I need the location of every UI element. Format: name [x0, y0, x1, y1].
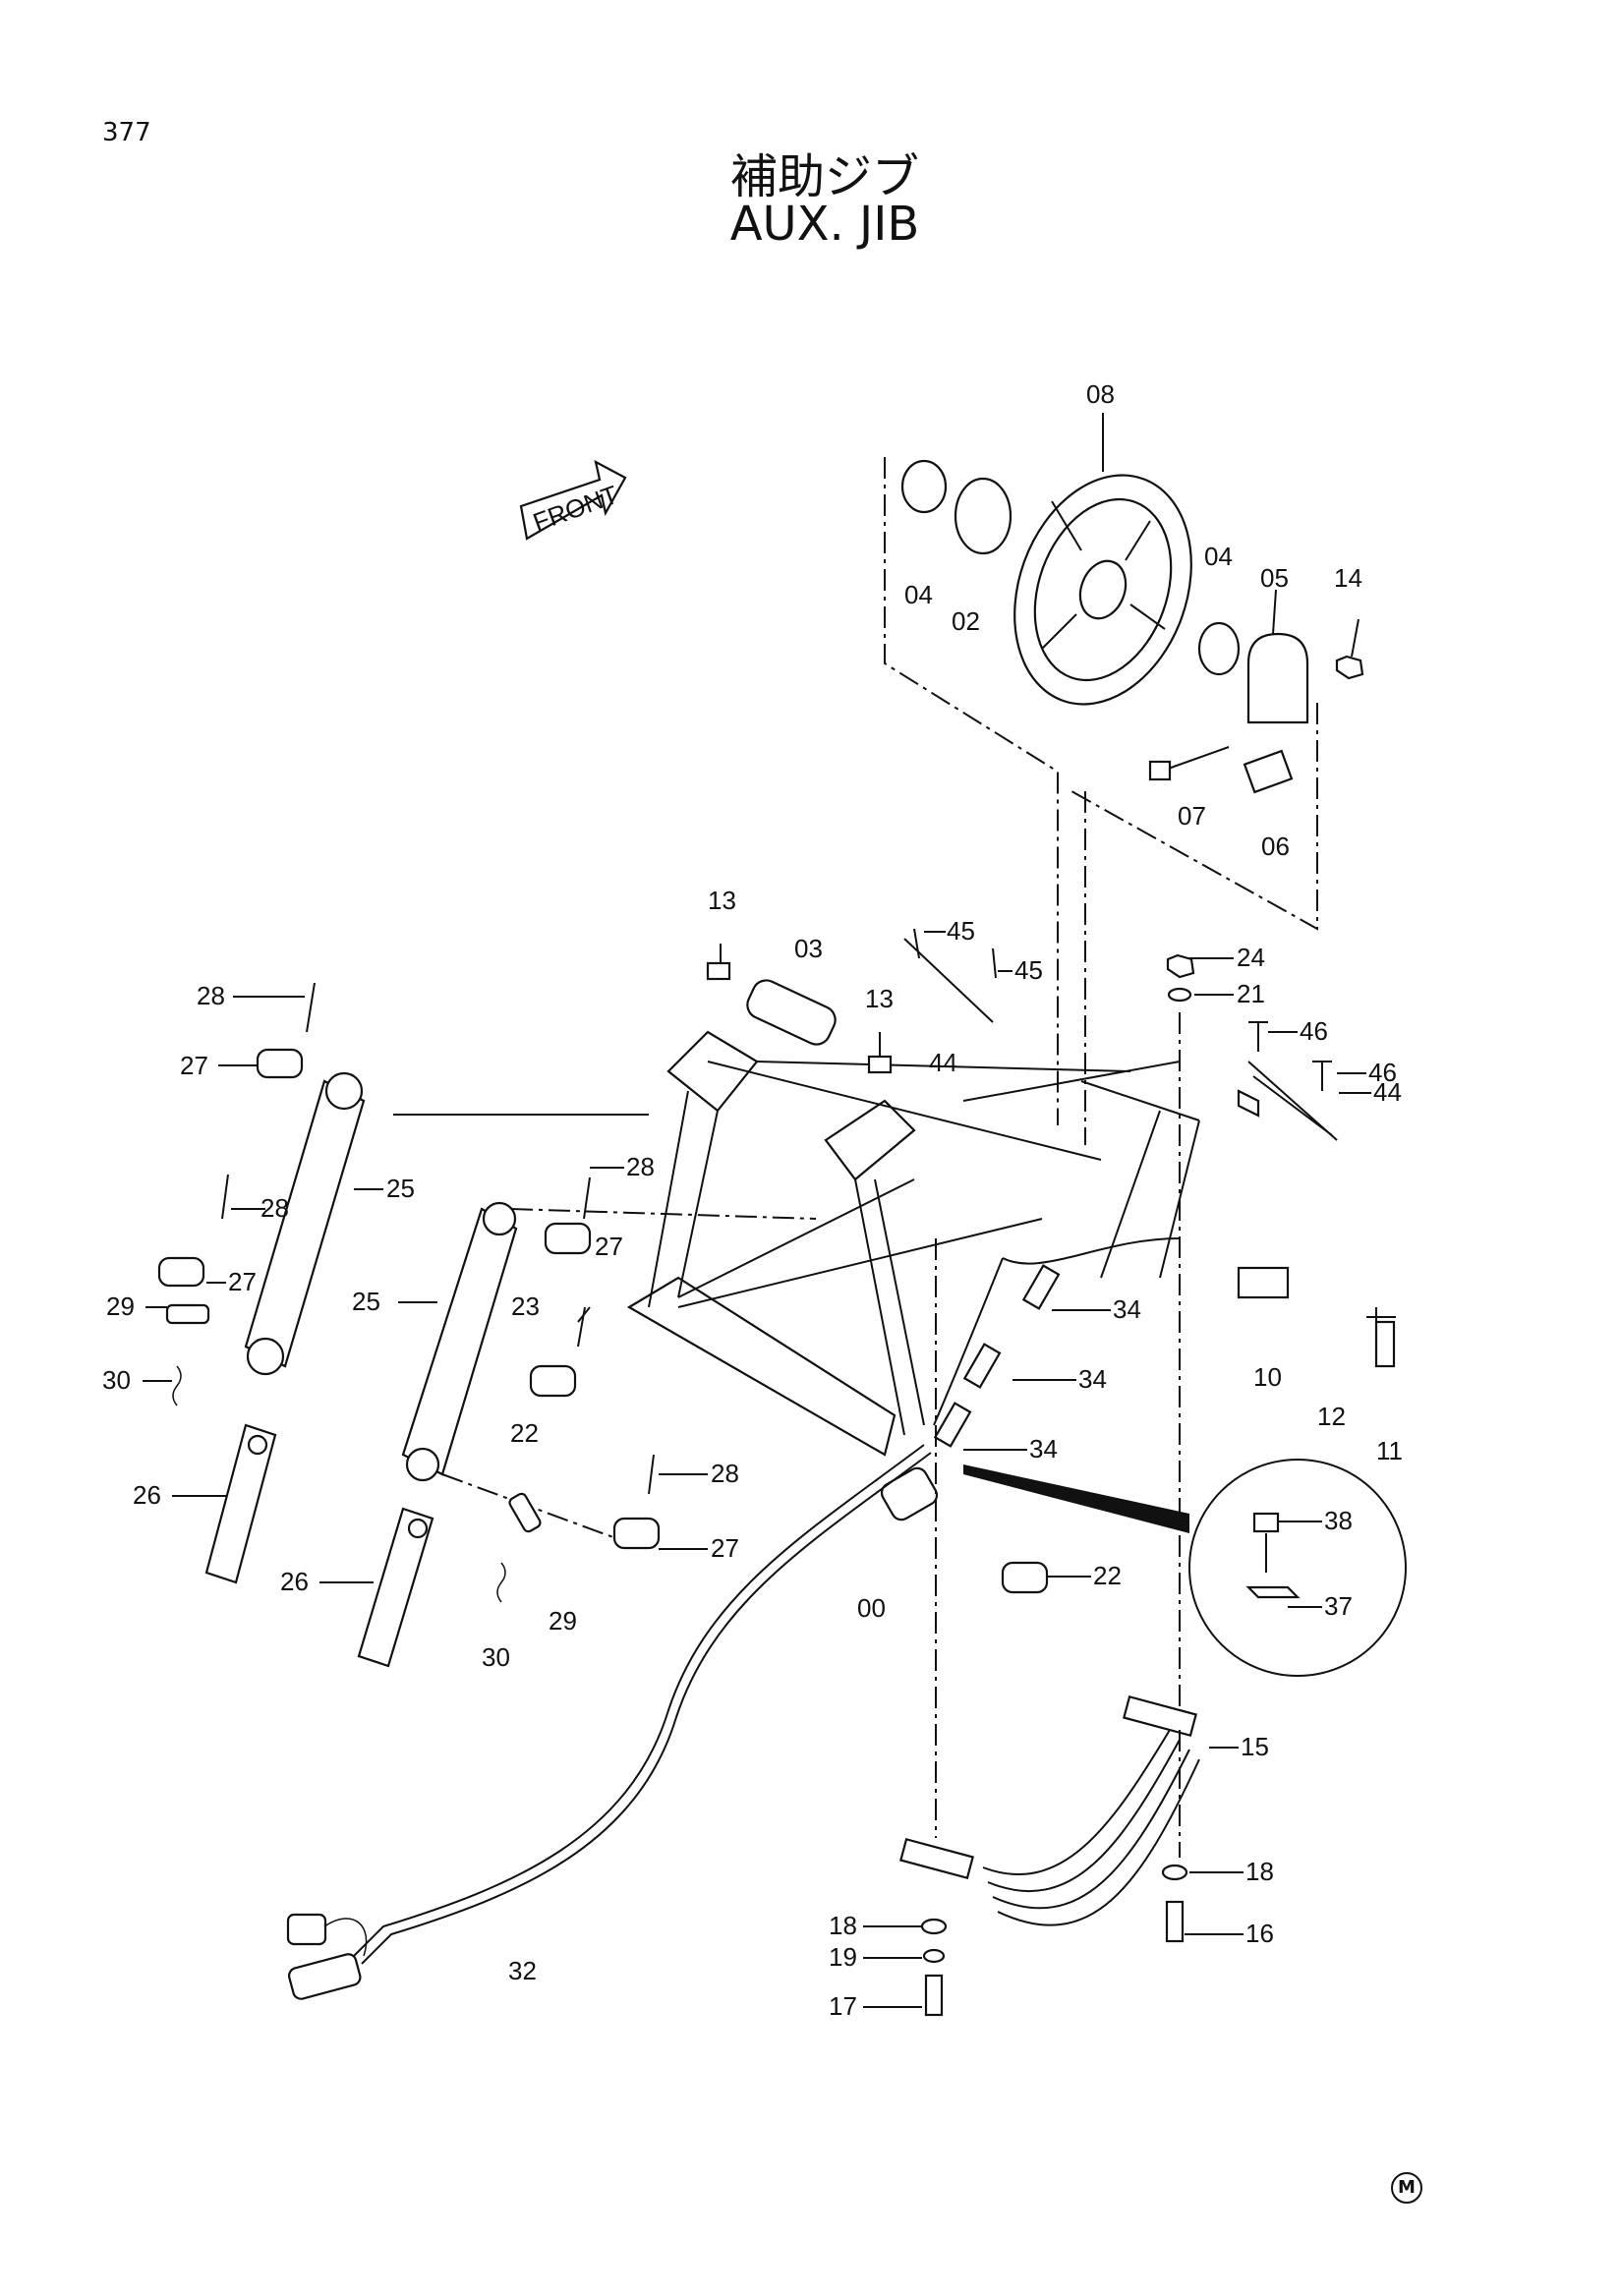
- callout-02: 02: [952, 606, 980, 636]
- callout-25-b: 25: [352, 1287, 380, 1316]
- callout-26-a: 26: [133, 1480, 161, 1510]
- callout-34-b: 34: [1078, 1364, 1107, 1394]
- cable-32: [286, 1444, 932, 2000]
- link-25-left: [244, 1071, 366, 1376]
- callout-03: 03: [794, 934, 823, 963]
- callout-34-a: 34: [1113, 1294, 1141, 1324]
- title-english: AUX. JIB: [729, 197, 920, 252]
- callout-17: 17: [829, 1991, 857, 2021]
- link-25-right: [401, 1201, 518, 1482]
- callout-26-b: 26: [280, 1567, 309, 1596]
- callout-23: 23: [511, 1292, 540, 1321]
- title-japanese: 補助ジブ: [729, 149, 919, 204]
- callout-05: 05: [1260, 563, 1289, 593]
- callout-29-a: 29: [106, 1292, 135, 1321]
- callout-28-d: 28: [711, 1459, 739, 1488]
- callout-19: 19: [829, 1942, 857, 1972]
- callout-29-b: 29: [549, 1606, 577, 1636]
- callout-00: 00: [857, 1593, 886, 1623]
- callout-28-a: 28: [197, 981, 225, 1010]
- callout-22-a: 22: [510, 1418, 539, 1448]
- callout-06: 06: [1261, 832, 1290, 861]
- callout-24: 24: [1237, 943, 1265, 972]
- callout-10: 10: [1253, 1362, 1282, 1392]
- callout-45-bottom: 45: [1014, 955, 1043, 985]
- callout-28-c: 28: [260, 1193, 289, 1223]
- callout-37: 37: [1324, 1591, 1353, 1621]
- footer-mark: M: [1391, 2172, 1422, 2204]
- jib-base-frame: [626, 1030, 1260, 1521]
- callout-46-bottom: 46: [1368, 1058, 1397, 1087]
- callout-04-right: 04: [1204, 542, 1233, 571]
- callout-22-b: 22: [1093, 1561, 1122, 1590]
- callout-25-a: 25: [386, 1174, 415, 1203]
- callout-34-c: 34: [1029, 1434, 1058, 1464]
- callout-46-top: 46: [1300, 1016, 1328, 1046]
- callout-07: 07: [1178, 801, 1206, 831]
- page-number: 377: [102, 118, 151, 147]
- callout-27-a: 27: [180, 1051, 208, 1080]
- callout-30-a: 30: [102, 1365, 131, 1395]
- sheave-assembly: [900, 459, 1364, 794]
- callout-44-left: 44: [929, 1048, 957, 1077]
- callout-30-b: 30: [482, 1642, 510, 1672]
- callout-12: 12: [1317, 1402, 1346, 1431]
- callout-08: 08: [1086, 379, 1115, 409]
- callout-21: 21: [1237, 979, 1265, 1008]
- callout-27-b: 27: [595, 1232, 623, 1261]
- callout-27-d: 27: [711, 1533, 739, 1563]
- callout-15: 15: [1241, 1732, 1269, 1761]
- callout-11: 11: [1376, 1436, 1403, 1465]
- detail-circle: [1188, 1459, 1407, 1677]
- link-26-right: [357, 1507, 434, 1668]
- callout-13-bottom: 13: [865, 984, 894, 1013]
- callout-14: 14: [1334, 563, 1362, 593]
- pin-03: [746, 979, 837, 1046]
- callout-27-c: 27: [228, 1267, 257, 1296]
- front-arrow: FRONT: [519, 459, 627, 541]
- callout-32: 32: [508, 1956, 537, 1985]
- callout-13-top: 13: [708, 886, 736, 915]
- callout-18-left: 18: [829, 1911, 857, 1940]
- strap-15: [898, 1694, 1200, 1926]
- callout-28-b: 28: [626, 1152, 655, 1181]
- callout-38: 38: [1324, 1506, 1353, 1535]
- callout-18-right: 18: [1245, 1857, 1274, 1886]
- callout-04-left: 04: [904, 580, 933, 609]
- callout-16: 16: [1245, 1919, 1274, 1948]
- callout-45-top: 45: [947, 916, 975, 946]
- callout-44-right: 44: [1373, 1077, 1402, 1107]
- link-26-left: [204, 1423, 277, 1584]
